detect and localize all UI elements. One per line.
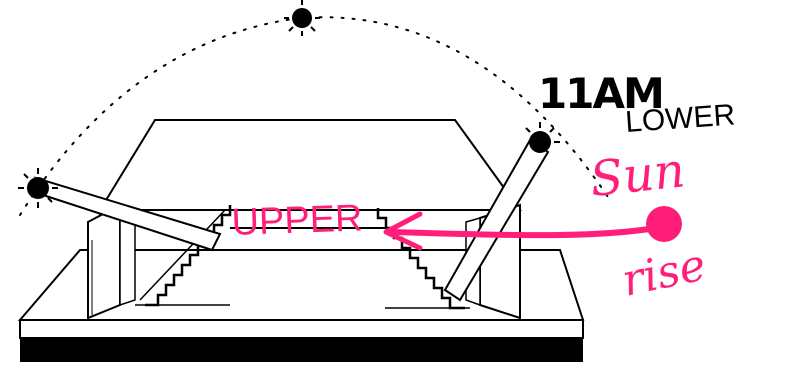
sun-icon: [18, 168, 58, 208]
rise-label: rise: [618, 239, 711, 306]
arrow-icon: [386, 206, 682, 248]
upper-label: UPPER: [231, 197, 363, 244]
sun-label: Sun: [587, 142, 687, 208]
sun-icon: [526, 122, 560, 153]
sun-icon: [284, 0, 320, 36]
lower-label: LOWER: [624, 98, 736, 139]
